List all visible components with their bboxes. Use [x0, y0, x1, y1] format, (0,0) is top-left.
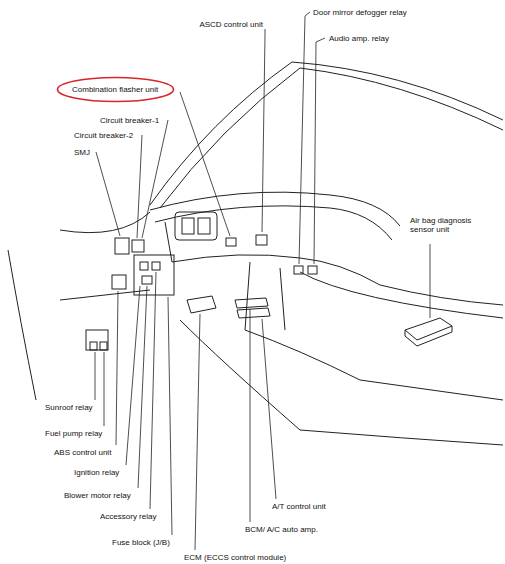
bcm-box [235, 298, 268, 308]
door-line [8, 250, 36, 400]
relay [308, 266, 317, 274]
leader-line [250, 309, 251, 522]
part-label: ASCD control unit [199, 20, 263, 29]
flasher-unit [226, 238, 236, 246]
part-label: ECM (ECCS control module) [184, 553, 286, 562]
a-pillar [160, 68, 300, 208]
relay [140, 262, 148, 270]
leader-line [195, 314, 200, 550]
leader-line [150, 272, 156, 509]
part-label: Fuse block (J/B) [112, 538, 170, 547]
leader-line [299, 12, 310, 264]
leader-line [137, 135, 142, 238]
ecm-box [187, 296, 216, 313]
leader-line [180, 92, 230, 236]
leader-line [430, 244, 431, 318]
part-label: Ignition relay [74, 468, 119, 477]
leader-line [116, 291, 118, 445]
part-label: Fuel pump relay [45, 429, 102, 438]
part-label: Sunroof relay [45, 403, 93, 412]
part-label: Circuit breaker-1 [100, 116, 159, 125]
air-bag-sensor [405, 326, 452, 346]
circuit-breaker [132, 240, 144, 252]
part-label: A/T control unit [272, 502, 326, 511]
part-label: Door mirror defogger relay [313, 8, 407, 17]
air-bag-sensor [405, 318, 452, 340]
highlighted-label: Combination flasher unit [72, 85, 158, 94]
a-pillar [150, 62, 292, 205]
leader-line [126, 286, 140, 465]
leader-line [262, 319, 276, 499]
part-label: Circuit breaker-2 [74, 131, 133, 140]
instrument-panel [165, 222, 300, 262]
relay [152, 262, 160, 270]
meter [198, 218, 210, 234]
roof-line [292, 62, 503, 120]
relay [100, 342, 107, 350]
relay [90, 342, 97, 350]
meter-hood [175, 212, 217, 240]
center-console [245, 262, 503, 400]
relay [294, 266, 303, 274]
at-unit [237, 308, 270, 318]
leader-line [95, 352, 96, 400]
leader-line [138, 286, 147, 488]
leader-line [142, 120, 168, 238]
meter [182, 218, 194, 234]
part-label: Accessory relay [100, 512, 156, 521]
center-console [280, 268, 285, 330]
leader-line [96, 152, 120, 236]
leader-line [104, 352, 105, 426]
highlight-ellipse: Combination flasher unit [56, 76, 174, 103]
smj [115, 238, 129, 254]
relay [142, 276, 152, 284]
relay-bracket [86, 330, 108, 350]
leader-line [314, 38, 325, 264]
door-panel [300, 272, 503, 318]
part-label: Blower motor relay [64, 491, 131, 500]
part-label: BCM/ A/C auto amp. [245, 525, 318, 534]
part-label: Air bag diagnosis sensor unit [410, 216, 490, 234]
part-label: SMJ [74, 148, 90, 157]
part-label: Audio amp. relay [329, 34, 389, 43]
part-label: ABS control unit [54, 448, 111, 457]
dashboard-top [155, 206, 392, 240]
door-panel [300, 258, 503, 305]
leader-line [168, 297, 172, 535]
dashboard-top [150, 192, 400, 226]
leader-line [262, 29, 265, 232]
red-circle [58, 78, 174, 102]
cowl-line [60, 212, 150, 233]
floor-line [300, 430, 503, 445]
ascd-unit [256, 235, 267, 245]
roof-line [300, 68, 503, 130]
abs-unit [112, 275, 126, 289]
